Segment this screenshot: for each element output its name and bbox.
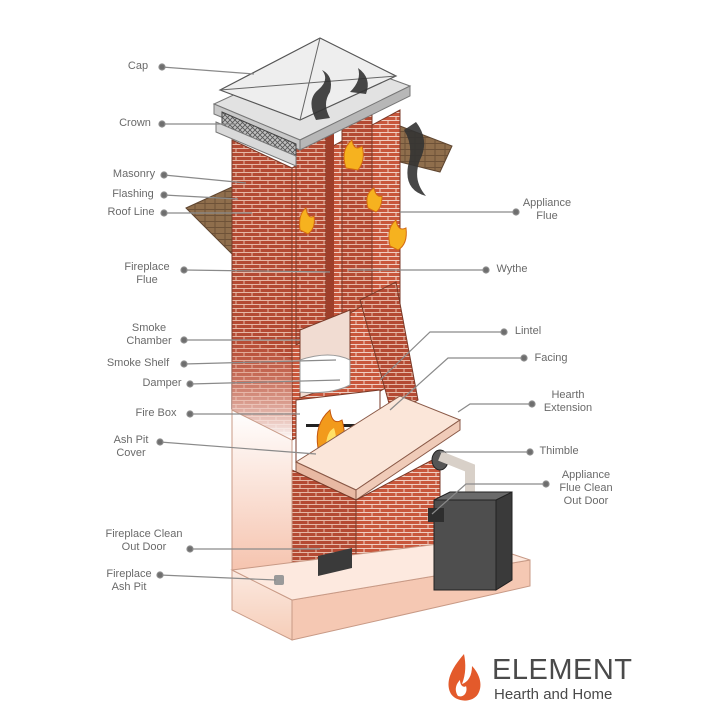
cap xyxy=(218,37,398,121)
label-ash-pit-cover: Ash Pit Cover xyxy=(113,434,149,459)
label-appliance-flue: Appliance Flue xyxy=(522,197,572,222)
label-wythe: Wythe xyxy=(496,263,528,275)
label-cap: Cap xyxy=(127,60,149,72)
label-fireplace-clean-out-door: Fireplace Clean Out Door xyxy=(105,528,183,553)
brand-logo: ELEMENT Hearth and Home xyxy=(440,650,710,710)
appliance xyxy=(428,449,513,591)
chimney-body xyxy=(231,89,419,441)
brand-name: ELEMENT xyxy=(492,654,633,686)
label-fireplace-flue: Fireplace Flue xyxy=(124,261,170,286)
leader-lines xyxy=(156,63,550,581)
label-lintel: Lintel xyxy=(514,325,542,337)
smoke xyxy=(311,68,426,196)
hearth-extension xyxy=(294,395,462,501)
label-masonry: Masonry xyxy=(112,168,156,180)
flue-flames xyxy=(299,139,407,251)
label-roof-line: Roof Line xyxy=(107,206,155,218)
label-fireplace-ash-pit: Fireplace Ash Pit xyxy=(106,568,152,593)
label-flashing: Flashing xyxy=(112,188,154,200)
flame-logo-icon xyxy=(448,654,481,701)
label-fire-box: Fire Box xyxy=(135,407,177,419)
label-facing: Facing xyxy=(534,352,568,364)
label-damper: Damper xyxy=(142,377,182,389)
label-hearth-extension: Hearth Extension xyxy=(543,389,593,414)
label-thimble: Thimble xyxy=(539,445,579,457)
label-crown: Crown xyxy=(119,117,151,129)
label-smoke-chamber: Smoke Chamber xyxy=(126,322,172,347)
label-appliance-flue-clean-out-door: Appliance Flue Clean Out Door xyxy=(559,469,613,507)
label-smoke-shelf: Smoke Shelf xyxy=(106,357,170,369)
brand-tagline: Hearth and Home xyxy=(494,686,613,703)
